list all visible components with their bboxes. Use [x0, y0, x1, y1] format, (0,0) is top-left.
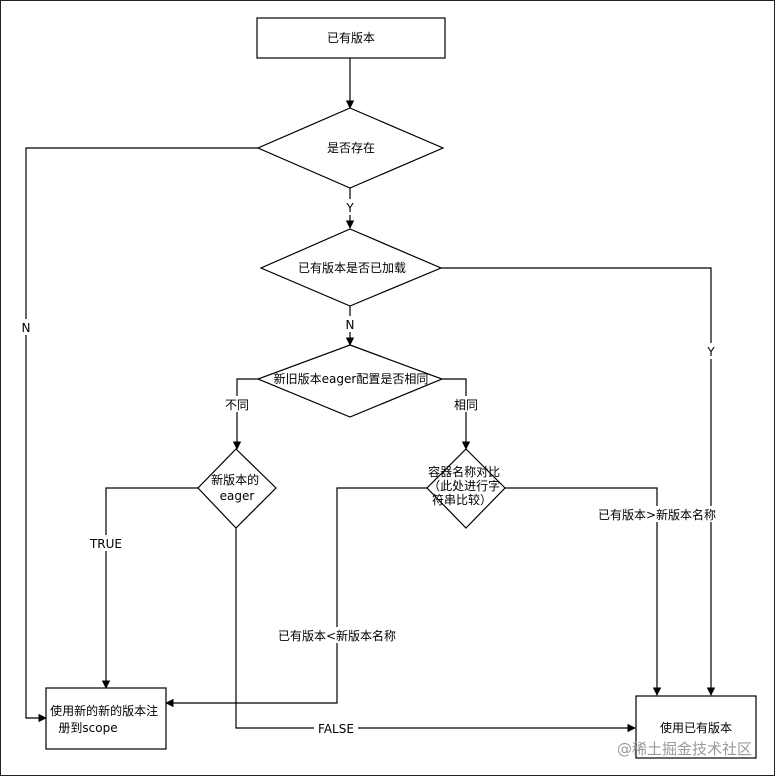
label-bg-eager-true — [88, 535, 124, 551]
label-bg-eager-false — [314, 720, 358, 736]
edge-eager-different — [232, 378, 258, 450]
label-loaded-yes: Y — [706, 345, 715, 359]
label-bg-eager-same — [452, 396, 480, 412]
label-bg-loaded-yes — [704, 343, 718, 359]
edge-eager-false — [235, 528, 636, 733]
new-eager-line-2: eager — [220, 489, 255, 503]
label-bg-name-greater — [598, 506, 716, 522]
watermark: @稀土掘金技术社区 — [617, 740, 752, 758]
compare-line-3: 符串比较） — [432, 492, 492, 507]
label-name-less: 已有版本<新版本名称 — [278, 628, 396, 643]
new-eager-line-1: 新版本的 — [211, 472, 259, 487]
label-bg-name-less — [278, 627, 396, 643]
use-new-line-2: 册到scope — [58, 721, 117, 735]
label-eager-true: TRUE — [89, 537, 122, 551]
new-eager-label: 新版本的 eager — [211, 472, 263, 503]
use-new-box — [45, 687, 167, 750]
exists-decision — [256, 107, 445, 189]
edge-loaded-yes — [441, 267, 716, 696]
compare-label: 容器名称对比 （此处进行字 符串比较） — [428, 464, 504, 507]
use-new-label: 使用新的新的版本注 册到scope — [50, 703, 162, 735]
use-existing-box — [635, 695, 757, 759]
label-name-greater: 已有版本>新版本名称 — [598, 507, 716, 522]
label-bg-exists-no — [19, 319, 33, 335]
label-exists-no: N — [22, 321, 31, 335]
edge-eager-true — [101, 487, 198, 689]
edge-name-less — [165, 487, 427, 708]
label-loaded-no: N — [346, 318, 355, 332]
compare-line-2: （此处进行字 — [428, 478, 500, 493]
edge-exists-no — [25, 147, 258, 723]
label-eager-false: FALSE — [318, 722, 354, 736]
label-exists-yes: Y — [345, 201, 354, 215]
start-label: 已有版本 — [327, 31, 375, 45]
exists-label: 是否存在 — [327, 141, 375, 155]
eager-same-decision — [256, 344, 444, 418]
new-eager-decision — [197, 448, 277, 529]
start-box — [256, 17, 446, 59]
label-bg-eager-different — [223, 396, 251, 412]
use-existing-label: 使用已有版本 — [660, 720, 732, 735]
eager-same-label: 新旧版本eager配置是否相同 — [274, 371, 429, 386]
label-eager-different: 不同 — [225, 398, 249, 412]
label-bg-exists-yes — [344, 199, 357, 215]
label-bg-loaded-no — [343, 316, 357, 332]
edge-name-greater — [505, 487, 662, 696]
use-new-line-1: 使用新的新的版本注 — [50, 703, 158, 718]
label-eager-same: 相同 — [454, 398, 478, 412]
loaded-label: 已有版本是否已加载 — [298, 261, 406, 275]
edge-eager-same — [442, 378, 471, 450]
loaded-decision — [259, 228, 443, 307]
compare-decision — [426, 448, 506, 529]
compare-line-1: 容器名称对比 — [428, 464, 500, 479]
